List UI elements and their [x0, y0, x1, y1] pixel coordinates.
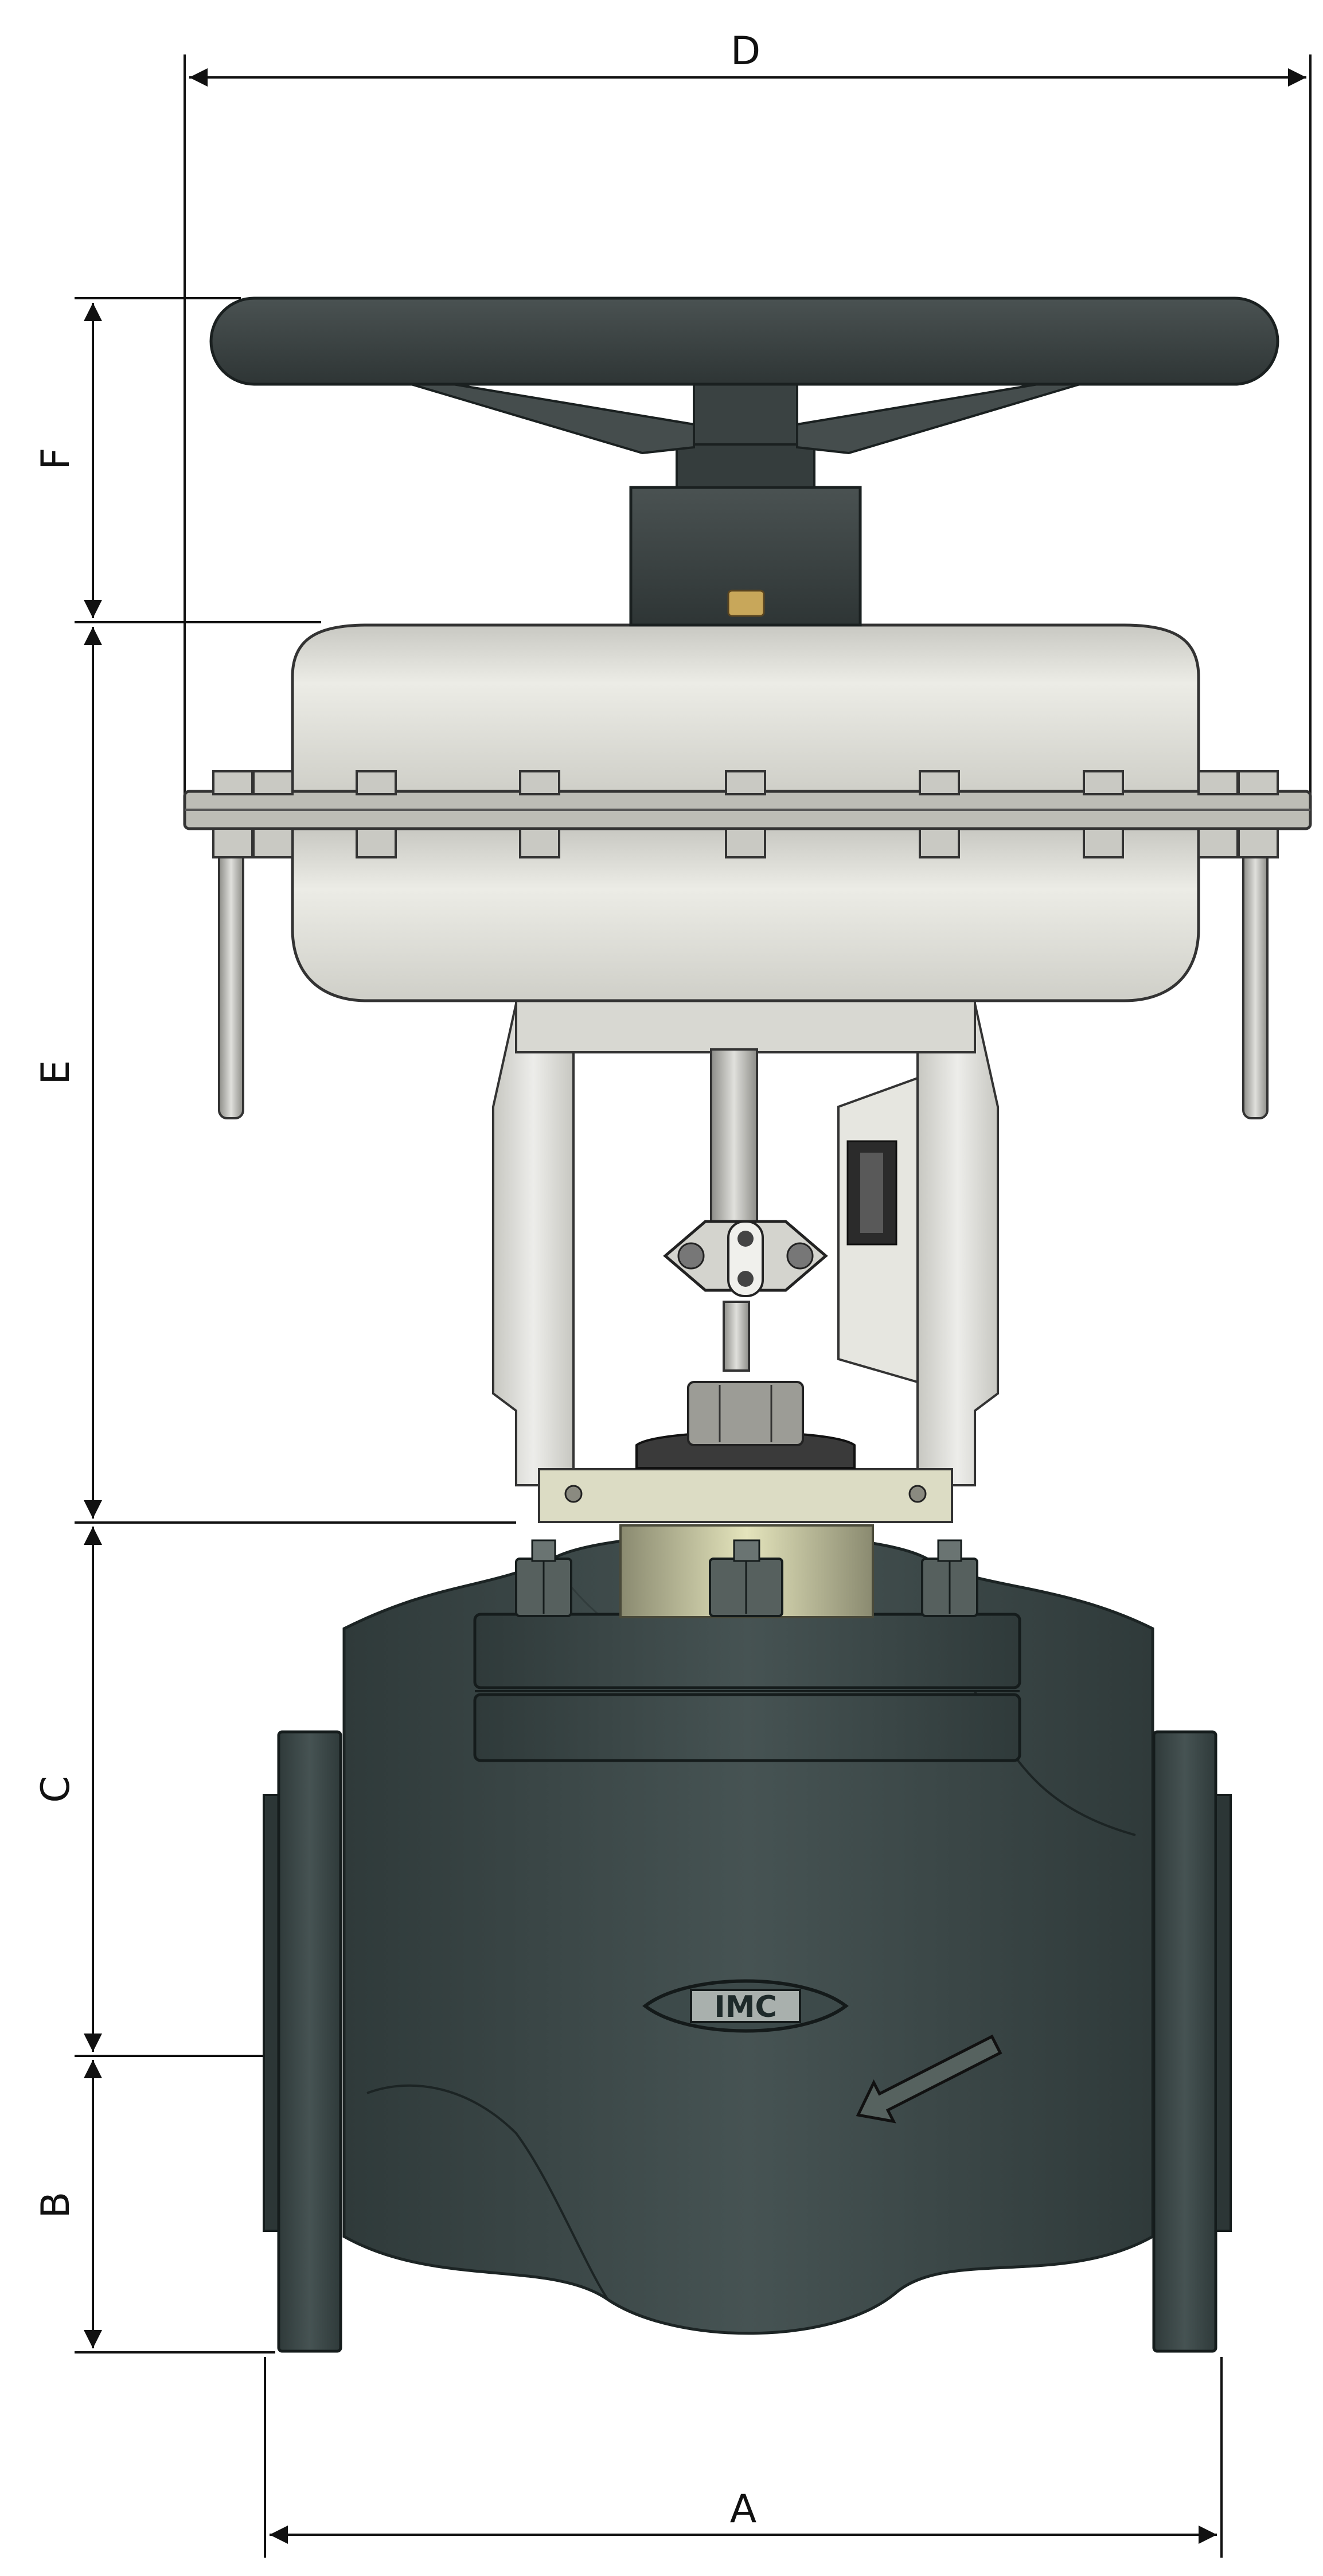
- handwheel-housing: [629, 377, 862, 627]
- actuator-bolts: [212, 770, 1279, 858]
- dimension-a-label: A: [730, 2487, 757, 2532]
- actuator-bolt: [1197, 770, 1239, 858]
- dimension-d-label: D: [731, 29, 760, 74]
- bonnet-lower-flange: [473, 1613, 1021, 1762]
- dimension-f-label: F: [33, 447, 79, 470]
- left-flange: [263, 1730, 342, 2353]
- handwheel[interactable]: [209, 296, 1279, 455]
- bonnet-nut-right: [921, 1539, 978, 1617]
- dimension-e-label: E: [33, 1060, 79, 1085]
- bonnet-nut-center: [709, 1539, 783, 1617]
- yoke: [492, 997, 999, 1523]
- actuator-bolt: [519, 770, 560, 858]
- extension-lines: [75, 54, 1312, 2558]
- actuator-bolt: [725, 770, 766, 858]
- bonnet-nut-left: [515, 1539, 572, 1617]
- right-flange: [1152, 1730, 1232, 2353]
- dimension-arrows: [84, 68, 1306, 2544]
- actuator-bolt: [919, 770, 960, 858]
- dimension-b-label: B: [33, 2192, 79, 2219]
- actuator-bolt: [1238, 770, 1279, 858]
- stem-packing-nut: [635, 1381, 856, 1469]
- logo-text: IMC: [714, 1990, 776, 2024]
- actuator-bolt: [356, 770, 397, 858]
- logo-icon: IMC: [642, 1979, 849, 2033]
- actuator-bolt: [1083, 770, 1124, 858]
- dimension-c-label: C: [33, 1775, 79, 1802]
- actuator-bolt: [252, 770, 294, 858]
- stem-coupling: [663, 1220, 828, 1297]
- actuator-stem: [710, 1048, 758, 1372]
- flow-arrow-icon: [856, 2034, 1002, 2124]
